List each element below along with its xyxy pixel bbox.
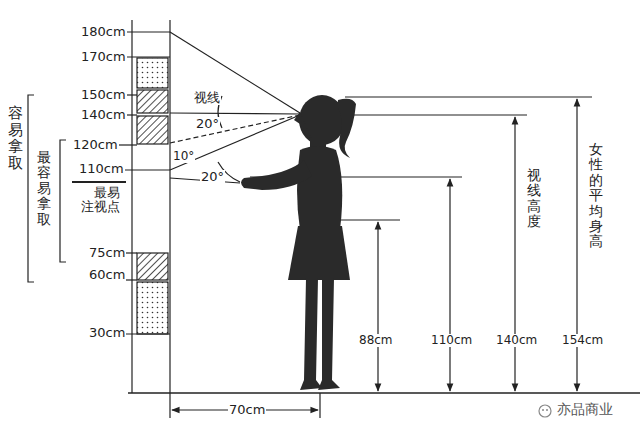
dimension-label: 110cm bbox=[430, 334, 473, 347]
angle-label: 视线 bbox=[193, 91, 221, 105]
dimension-label: 88cm bbox=[358, 334, 394, 347]
height-mark: 140cm bbox=[80, 108, 127, 122]
height-mark: 60cm bbox=[88, 268, 126, 282]
note: 最易注视点 bbox=[80, 186, 122, 215]
height-mark: 180cm bbox=[80, 25, 127, 39]
height-mark: 150cm bbox=[80, 88, 127, 102]
angle-label: 10° bbox=[172, 150, 195, 163]
angle-label: 20° bbox=[200, 170, 225, 184]
vertical-label: 视线高度 bbox=[526, 168, 542, 230]
height-mark: 75cm bbox=[88, 246, 126, 260]
dimension-label: 154cm bbox=[561, 334, 604, 347]
bracket-label: 容易拿取 bbox=[7, 105, 24, 171]
dimension-label: 140cm bbox=[495, 334, 538, 347]
bracket-label: 最容易拿取 bbox=[36, 150, 52, 227]
angle-label: 20° bbox=[195, 117, 220, 131]
watermark: 亦品商业 bbox=[556, 402, 614, 417]
vertical-label: 女性的平均身高 bbox=[588, 142, 604, 250]
dimension-label: 70cm bbox=[228, 403, 266, 417]
height-mark: 120cm bbox=[72, 138, 119, 152]
height-mark: 110cm bbox=[78, 162, 125, 176]
height-mark: 170cm bbox=[80, 50, 127, 64]
height-mark: 30cm bbox=[88, 326, 126, 340]
